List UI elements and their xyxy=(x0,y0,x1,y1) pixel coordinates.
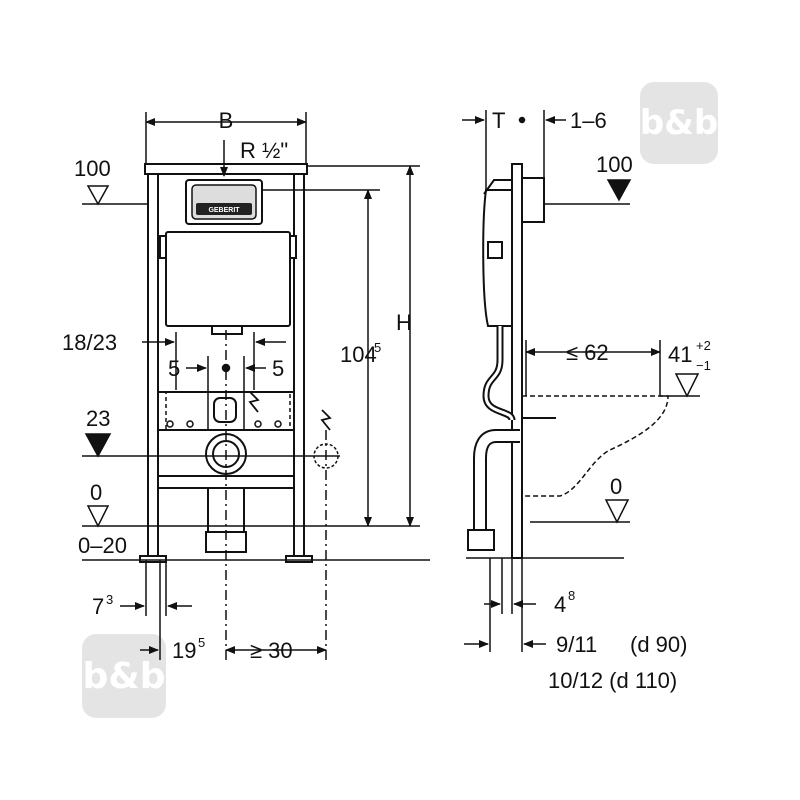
label-level-100-left: 100 xyxy=(74,156,111,181)
label-offset-19: 19 xyxy=(172,638,196,663)
label-max-62: ≤ 62 xyxy=(566,340,609,365)
cistern xyxy=(159,231,297,335)
label-depth-t: T xyxy=(492,108,505,133)
label-offset-5-right: 5 xyxy=(272,356,284,381)
side-view xyxy=(467,163,669,559)
front-dimensions xyxy=(82,112,430,660)
label-offset-4-sup: 8 xyxy=(568,588,575,603)
label-seat-41: 41 xyxy=(668,342,692,367)
label-seat-41-plus: +2 xyxy=(696,338,711,353)
label-seat-41-minus: −1 xyxy=(696,358,711,373)
label-pipe-10-12: 10/12 (d 110) xyxy=(548,668,677,693)
label-level-0-left: 0 xyxy=(90,480,102,505)
svg-text:GEBERIT: GEBERIT xyxy=(208,207,240,214)
watermark-logo-bottom: b&b xyxy=(82,634,166,718)
label-level-100-right: 100 xyxy=(596,152,633,177)
level-markers-right xyxy=(604,179,700,524)
level-markers-left xyxy=(84,185,112,528)
watermark-logo-top: b&b xyxy=(640,82,718,164)
label-pipe-9-11: 9/11 xyxy=(556,632,597,657)
label-floor-range: 0–20 xyxy=(78,533,127,558)
svg-text:b&b: b&b xyxy=(640,103,718,143)
label-level-23: 23 xyxy=(86,406,110,431)
label-range-1-6: 1–6 xyxy=(570,108,607,133)
label-height: H xyxy=(396,310,412,335)
side-dimensions xyxy=(462,110,700,652)
label-spacing-18-23: 18/23 xyxy=(62,330,117,355)
label-104: 104 xyxy=(340,342,377,367)
label-offset-4: 4 xyxy=(554,592,566,617)
label-offset-7: 7 xyxy=(92,594,104,619)
labels: B R ½" H 104 5 100 23 0 0–20 18/23 5 5 7… xyxy=(62,108,711,693)
label-width: B xyxy=(219,108,234,133)
label-offset-5-left: 5 xyxy=(168,356,180,381)
label-104-sup: 5 xyxy=(374,340,381,355)
label-level-0-right: 0 xyxy=(610,474,622,499)
svg-text:b&b: b&b xyxy=(83,656,166,697)
label-supply: R ½" xyxy=(240,138,288,163)
label-pipe-d90: (d 90) xyxy=(630,632,687,657)
connection-area xyxy=(165,363,291,431)
label-offset-19-sup: 5 xyxy=(198,635,205,650)
label-offset-7-sup: 3 xyxy=(106,592,113,607)
label-min-30: ≥ 30 xyxy=(250,638,293,663)
flush-plate: GEBERIT xyxy=(185,179,263,225)
